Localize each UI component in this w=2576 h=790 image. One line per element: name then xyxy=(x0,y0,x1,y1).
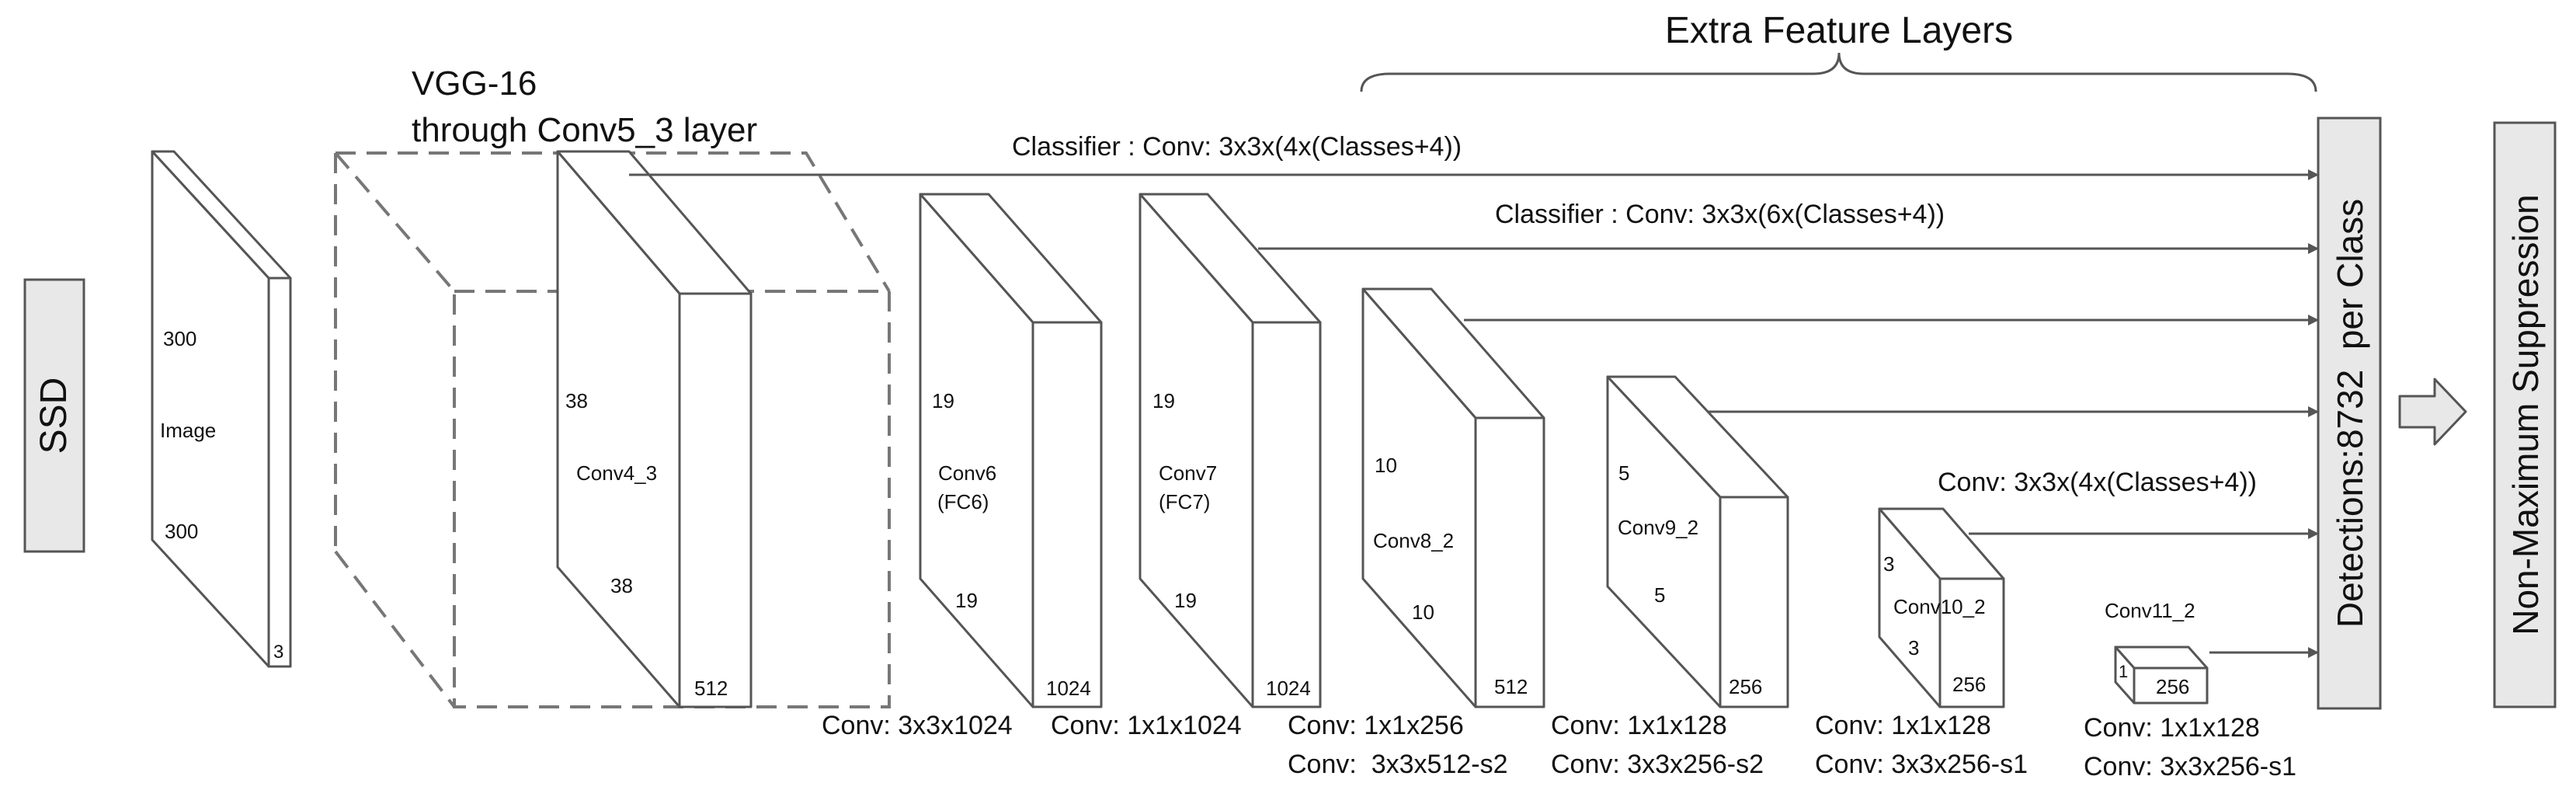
classifier-label-3: Conv: 3x3x(4x(Classes+4)) xyxy=(1938,468,2257,497)
conv7-sub-label: (FC7) xyxy=(1159,490,1210,513)
conv9-2-depth-label: 256 xyxy=(1729,675,1762,698)
detections-label: Detections:8732 per Class xyxy=(2330,199,2370,628)
extra-layers-title: Extra Feature Layers xyxy=(1665,10,2013,51)
conv6-width-label: 19 xyxy=(955,589,978,612)
input-height-label: 300 xyxy=(163,327,196,350)
nms-box: Non-Maximum Suppression xyxy=(2493,121,2557,708)
detections-box: Detections:8732 per Class xyxy=(2317,117,2382,710)
right-arrow-icon xyxy=(2398,378,2467,446)
conv4-3-label: Conv4_3 xyxy=(576,461,657,485)
conv8-2-depth-label: 512 xyxy=(1494,675,1528,698)
conv7-width-label: 19 xyxy=(1174,589,1197,612)
conv7-block: 19 Conv7 (FC7) 19 1024 xyxy=(1139,193,1322,708)
conv7-label: Conv7 xyxy=(1159,461,1217,485)
conv4-3-depth-label: 512 xyxy=(694,677,728,700)
conv9-2-block: 5 Conv9_2 5 256 xyxy=(1606,375,1789,708)
conv-op-1: Conv: 3x3x1024 xyxy=(822,711,1013,740)
conv10-2-block: 3 Conv10_2 3 256 xyxy=(1878,507,2005,708)
conv4-3-height-label: 38 xyxy=(565,389,588,412)
conv11-2-label: Conv11_2 xyxy=(2105,599,2195,622)
conv-op-2: Conv: 1x1x1024 xyxy=(1051,711,1242,740)
conv11-2-height-label: 1 xyxy=(2119,662,2128,681)
conv-op-6b: Conv: 3x3x256-s1 xyxy=(2084,752,2296,781)
conv-op-4b: Conv: 3x3x256-s2 xyxy=(1551,750,1764,779)
conv8-2-block: 10 Conv8_2 10 512 xyxy=(1361,287,1545,708)
conv-op-3b: Conv: 3x3x512-s2 xyxy=(1288,750,1508,779)
conv-operation-labels: Conv: 3x3x1024 Conv: 1x1x1024 Conv: 1x1x… xyxy=(822,711,2296,781)
input-image-label: Image xyxy=(160,419,216,442)
vgg-title-line1: VGG-16 xyxy=(412,64,537,103)
conv11-2-block: Conv11_2 1 256 xyxy=(2105,599,2209,705)
input-depth-label: 3 xyxy=(273,642,283,663)
conv8-2-label: Conv8_2 xyxy=(1373,529,1454,552)
ssd-box: SSD xyxy=(23,278,85,553)
classifier-label-2: Classifier : Conv: 3x3x(6x(Classes+4)) xyxy=(1495,200,1945,229)
conv10-2-height-label: 3 xyxy=(1883,552,1894,576)
conv4-3-width-label: 38 xyxy=(610,574,633,597)
conv4-3-block: 38 Conv4_3 38 512 xyxy=(556,150,753,708)
classifier-arrows xyxy=(629,169,2319,658)
conv-op-6a: Conv: 1x1x128 xyxy=(2084,713,2260,743)
vgg-title-line2: through Conv5_3 layer xyxy=(412,111,757,149)
conv8-2-width-label: 10 xyxy=(1412,600,1434,624)
conv-op-5b: Conv: 3x3x256-s1 xyxy=(1815,750,2028,779)
conv-op-5a: Conv: 1x1x128 xyxy=(1815,711,1991,740)
conv6-height-label: 19 xyxy=(932,389,954,412)
conv9-2-height-label: 5 xyxy=(1618,461,1629,485)
conv9-2-label: Conv9_2 xyxy=(1618,516,1698,539)
conv8-2-height-label: 10 xyxy=(1375,454,1397,477)
input-width-label: 300 xyxy=(165,520,198,543)
input-image-block: 300 Image 300 3 xyxy=(151,150,292,668)
conv6-label: Conv6 xyxy=(938,461,996,485)
conv-op-3a: Conv: 1x1x256 xyxy=(1288,711,1464,740)
conv-op-4a: Conv: 1x1x128 xyxy=(1551,711,1727,740)
conv6-depth-label: 1024 xyxy=(1046,677,1091,700)
conv7-height-label: 19 xyxy=(1152,389,1175,412)
conv10-2-width-label: 3 xyxy=(1908,636,1919,659)
ssd-label: SSD xyxy=(33,378,75,454)
conv9-2-width-label: 5 xyxy=(1654,583,1665,607)
conv7-depth-label: 1024 xyxy=(1266,677,1311,700)
conv6-sub-label: (FC6) xyxy=(937,490,989,513)
conv10-2-label: Conv10_2 xyxy=(1893,595,1986,618)
extra-layers-brace xyxy=(1360,52,2317,92)
conv10-2-depth-label: 256 xyxy=(1952,673,1986,696)
classifier-label-1: Classifier : Conv: 3x3x(4x(Classes+4)) xyxy=(1012,132,1462,162)
conv11-2-depth-label: 256 xyxy=(2156,675,2189,698)
nms-label: Non-Maximum Suppression xyxy=(2505,194,2546,635)
conv6-block: 19 Conv6 (FC6) 19 1024 xyxy=(919,193,1103,708)
